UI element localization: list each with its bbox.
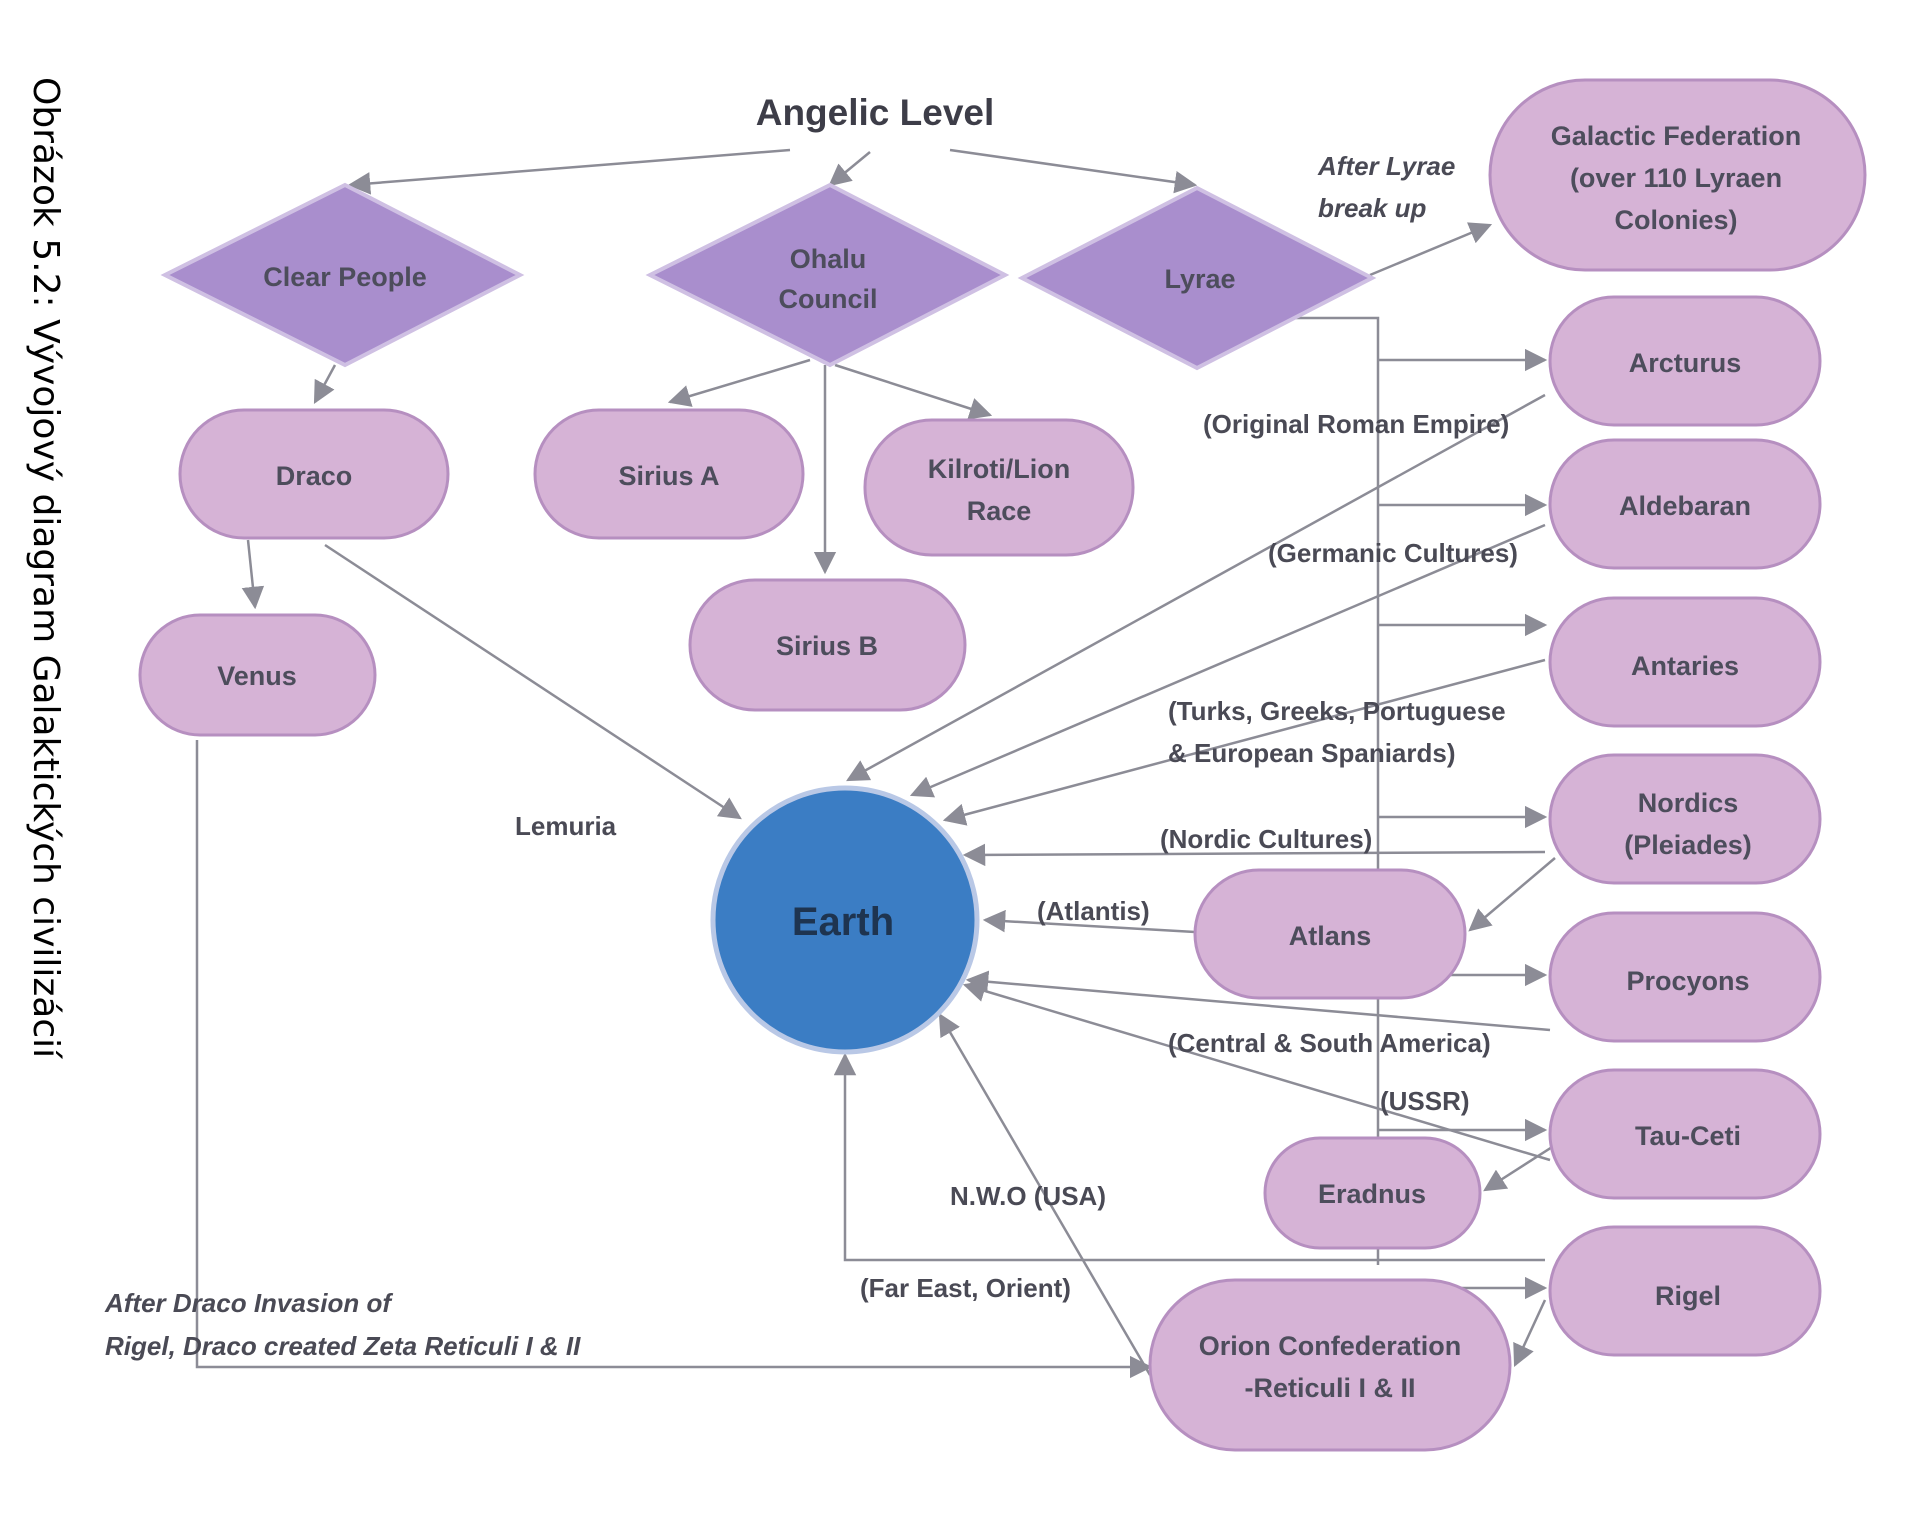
edge-tau-ceti-eradnus bbox=[1483, 1140, 1561, 1192]
node-galactic-label-1: Galactic Federation bbox=[1551, 121, 1802, 151]
node-venus-label: Venus bbox=[217, 661, 297, 691]
node-rigel bbox=[1548, 1225, 1822, 1357]
diamond-lyrae-shape bbox=[1017, 185, 1377, 371]
label-after-lyrae-1: After Lyrae bbox=[1317, 151, 1455, 181]
node-galactic-label-2: (over 110 Lyraen bbox=[1570, 163, 1782, 193]
label-far-east: (Far East, Orient) bbox=[860, 1273, 1071, 1303]
label-nordic-cultures: (Nordic Cultures) bbox=[1160, 824, 1372, 854]
node-orion-confederation bbox=[1148, 1278, 1512, 1452]
edge-angelic-ohalu bbox=[828, 151, 871, 187]
node-aldebaran-label: Aldebaran bbox=[1619, 491, 1751, 521]
edge-rigel-earth bbox=[833, 1052, 1545, 1262]
node-atlans bbox=[1193, 868, 1467, 1000]
node-nordics-label-1: Nordics bbox=[1638, 788, 1739, 818]
node-sirius-a-label: Sirius A bbox=[618, 461, 719, 491]
node-arcturus-label: Arcturus bbox=[1629, 348, 1742, 378]
edge-atlans-earth bbox=[982, 909, 1196, 934]
edge-draco-venus bbox=[241, 539, 265, 610]
node-sirius-b bbox=[688, 578, 967, 712]
diamond-lyrae-label: Lyrae bbox=[1164, 264, 1235, 294]
edge-rigel-orion bbox=[1513, 1299, 1547, 1368]
diamond-clear-people: Clear People bbox=[160, 182, 525, 368]
edge-procyons-earth bbox=[965, 970, 1551, 1032]
edge-tau-ceti-earth bbox=[962, 980, 1551, 1162]
diamond-lyrae: Lyrae bbox=[1017, 185, 1377, 371]
diamond-clear-people-shape bbox=[160, 182, 525, 368]
node-earth bbox=[710, 785, 980, 1055]
node-draco-label: Draco bbox=[276, 461, 353, 491]
edge-orion-earth bbox=[938, 1013, 1152, 1376]
label-nwo-usa: N.W.O (USA) bbox=[950, 1181, 1106, 1211]
node-venus bbox=[138, 613, 377, 737]
node-earth-label: Earth bbox=[792, 900, 894, 944]
node-draco bbox=[178, 408, 450, 540]
label-germanic-cultures: (Germanic Cultures) bbox=[1268, 538, 1518, 568]
node-kilroti-label-1: Kilroti/Lion bbox=[928, 454, 1070, 484]
edges bbox=[195, 148, 1561, 1379]
node-atlans-label: Atlans bbox=[1289, 921, 1372, 951]
edge-arcturus-earth bbox=[846, 393, 1546, 782]
node-tau-ceti-label: Tau-Ceti bbox=[1635, 1121, 1741, 1151]
node-procyons bbox=[1548, 911, 1822, 1043]
diamond-clear-people-label: Clear People bbox=[263, 262, 427, 292]
node-galactic-label-3: Colonies) bbox=[1614, 205, 1737, 235]
label-draco-invasion-2: Rigel, Draco created Zeta Reticuli I & I… bbox=[105, 1331, 581, 1361]
diamond-ohalu-council: Ohalu Council bbox=[645, 182, 1010, 368]
node-orion-label-1: Orion Confederation bbox=[1199, 1331, 1462, 1361]
edge-aldebaran-earth bbox=[909, 523, 1546, 798]
edge-clear-people-draco bbox=[313, 364, 337, 404]
edge-angelic-lyrae bbox=[949, 148, 1198, 194]
label-roman-empire: (Original Roman Empire) bbox=[1203, 409, 1509, 439]
diamond-ohalu-council-shape bbox=[645, 182, 1010, 368]
label-lemuria: Lemuria bbox=[515, 811, 617, 841]
node-galactic-federation bbox=[1488, 78, 1867, 272]
node-rigel-label: Rigel bbox=[1655, 1281, 1721, 1311]
diamond-ohalu-label-2: Council bbox=[779, 284, 878, 314]
edge-lyrae-galactic-federation bbox=[1369, 222, 1493, 277]
edge-angelic-clear-people bbox=[347, 148, 791, 195]
node-procyons-label: Procyons bbox=[1626, 966, 1749, 996]
node-kilroti-label-2: Race bbox=[967, 496, 1032, 526]
label-turks-2: & European Spaniards) bbox=[1168, 738, 1456, 768]
edge-lyrae-trunk bbox=[1290, 316, 1380, 1265]
edge-ohalu-sirius-a bbox=[667, 358, 811, 407]
node-nordics-label-2: (Pleiades) bbox=[1624, 830, 1752, 860]
edge-nordics-atlans bbox=[1468, 857, 1556, 932]
node-nordics bbox=[1548, 753, 1822, 885]
label-draco-invasion-1: After Draco Invasion of bbox=[104, 1288, 393, 1318]
node-antaries bbox=[1548, 596, 1822, 728]
node-eradnus-label: Eradnus bbox=[1318, 1179, 1426, 1209]
edge-antaries-earth bbox=[942, 658, 1546, 826]
node-aldebaran bbox=[1548, 438, 1822, 570]
edge-nordics-earth bbox=[962, 843, 1546, 867]
node-kilroti bbox=[863, 418, 1135, 557]
label-turks-1: (Turks, Greeks, Portuguese bbox=[1168, 696, 1506, 726]
edge-draco-earth bbox=[324, 543, 742, 820]
diamond-ohalu-label-1: Ohalu bbox=[790, 244, 867, 274]
node-arcturus bbox=[1548, 295, 1822, 427]
node-orion-label-2: -Reticuli I & II bbox=[1244, 1373, 1415, 1403]
node-sirius-b-label: Sirius B bbox=[776, 631, 878, 661]
node-antaries-label: Antaries bbox=[1631, 651, 1739, 681]
node-sirius-a bbox=[533, 408, 805, 540]
node-eradnus bbox=[1263, 1136, 1482, 1250]
label-after-lyrae-2: break up bbox=[1318, 193, 1426, 223]
node-tau-ceti bbox=[1548, 1068, 1822, 1200]
edge-venus-orion bbox=[195, 740, 1153, 1379]
angelic-level-title: Angelic Level bbox=[756, 92, 995, 133]
label-central-south-america: (Central & South America) bbox=[1168, 1028, 1491, 1058]
label-atlantis: (Atlantis) bbox=[1037, 896, 1150, 926]
edge-ohalu-kilroti bbox=[834, 363, 993, 420]
label-ussr: (USSR) bbox=[1380, 1086, 1470, 1116]
